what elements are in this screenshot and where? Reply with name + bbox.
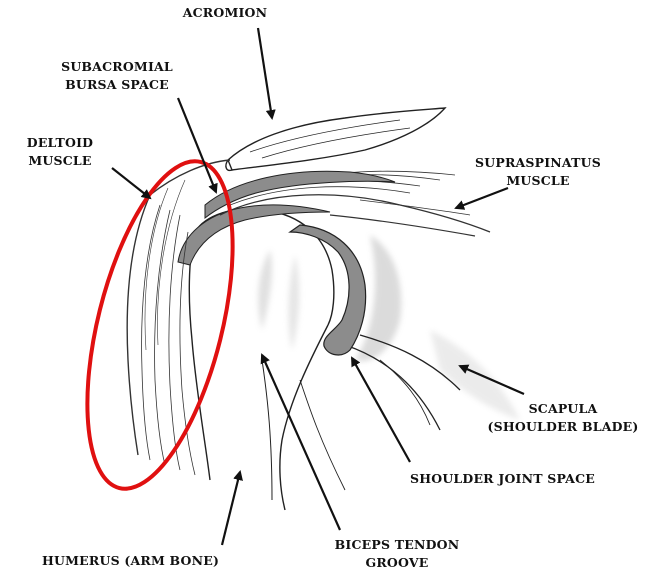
humerus-bone	[189, 209, 334, 510]
label-supraspinatus-line1: SUPRASPINATUS	[468, 154, 608, 172]
label-deltoid-line2: MUSCLE	[10, 152, 110, 170]
arrow-subacromial	[178, 98, 216, 192]
label-shoulder-joint-space-text: SHOULDER JOINT SPACE	[410, 470, 595, 488]
scapula-bone	[300, 335, 460, 490]
arrow-shoulder-joint	[352, 358, 410, 462]
label-arrows	[112, 28, 524, 545]
arrow-acromion	[258, 28, 272, 118]
arrow-supraspinatus	[456, 188, 508, 208]
label-biceps-tendon-groove: BICEPS TENDON GROOVE	[322, 536, 472, 572]
scapula-shading	[258, 235, 520, 420]
arrow-humerus	[222, 472, 240, 545]
label-deltoid-line1: DELTOID	[10, 134, 110, 152]
label-deltoid-muscle: DELTOID MUSCLE	[10, 134, 110, 170]
shoulder-joint-cartilage	[290, 225, 366, 355]
label-scapula-line2: (SHOULDER BLADE)	[478, 418, 648, 436]
label-scapula: SCAPULA (SHOULDER BLADE)	[478, 400, 648, 436]
acromion-bone	[226, 108, 445, 170]
label-acromion: ACROMION	[170, 4, 280, 22]
label-scapula-line1: SCAPULA	[478, 400, 648, 418]
label-subacromial-line1: SUBACROMIAL	[42, 58, 192, 76]
label-supraspinatus-line2: MUSCLE	[468, 172, 608, 190]
label-subacromial-line2: BURSA SPACE	[42, 76, 192, 94]
label-supraspinatus-muscle: SUPRASPINATUS MUSCLE	[468, 154, 608, 190]
arrow-deltoid	[112, 168, 150, 198]
label-biceps-line2: GROOVE	[322, 554, 472, 572]
label-humerus-text: HUMERUS (ARM BONE)	[42, 552, 219, 570]
label-biceps-line1: BICEPS TENDON	[322, 536, 472, 554]
label-acromion-text: ACROMION	[170, 4, 280, 22]
label-shoulder-joint-space: SHOULDER JOINT SPACE	[410, 470, 595, 488]
label-humerus: HUMERUS (ARM BONE)	[42, 552, 219, 570]
label-subacromial-bursa: SUBACROMIAL BURSA SPACE	[42, 58, 192, 94]
